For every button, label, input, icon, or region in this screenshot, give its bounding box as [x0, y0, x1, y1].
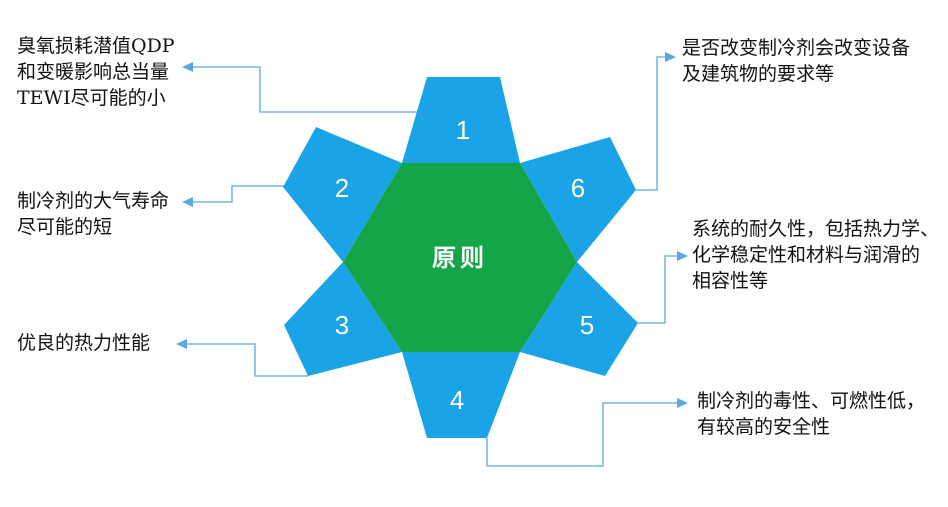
petal-3: [284, 262, 402, 376]
principle-2-line-1: 制冷剂的大气寿命: [17, 190, 170, 212]
petal-6: [520, 137, 636, 262]
connector-5: [638, 255, 680, 324]
principle-2-line-2: 尽可能的短: [17, 216, 113, 238]
connector-1: [190, 66, 427, 113]
arrowhead-3: [176, 339, 187, 349]
arrowhead-2: [182, 197, 193, 207]
connector-6: [636, 56, 668, 191]
arrowhead-5: [677, 251, 688, 261]
petal-number-1: 1: [456, 115, 470, 145]
petal-2: [283, 127, 402, 262]
principle-label-2: 制冷剂的大气寿命 尽可能的短: [17, 188, 169, 240]
principle-1-line-3: TEWI尽可能的小: [17, 87, 166, 109]
principle-label-4: 制冷剂的毒性、可燃性低， 有较高的安全性: [697, 388, 925, 440]
connector-4: [486, 402, 680, 467]
principle-5-line-2: 化学稳定性和材料与润滑的: [692, 244, 921, 266]
petal-number-3: 3: [335, 310, 349, 340]
principle-4-line-2: 有较高的安全性: [697, 416, 831, 438]
petal-number-5: 5: [580, 310, 594, 340]
principle-label-5: 系统的耐久性，包括热力学、 化学稳定性和材料与润滑的 相容性等: [692, 216, 939, 294]
principle-label-6: 是否改变制冷剂会改变设备 及建筑物的要求等: [682, 35, 910, 87]
connector-3: [184, 343, 308, 377]
principle-1-line-1: 臭氧损耗潜值QDP: [17, 35, 175, 57]
principle-3-line-1: 优良的热力性能: [17, 332, 151, 354]
connector-2: [190, 185, 287, 203]
petal-number-4: 4: [450, 385, 464, 415]
petal-1: [402, 77, 520, 163]
principle-6-line-1: 是否改变制冷剂会改变设备: [682, 37, 911, 59]
principle-5-line-1: 系统的耐久性，包括热力学、: [692, 218, 940, 240]
petal-4: [402, 352, 520, 438]
center-hexagon: [343, 163, 577, 352]
arrowhead-1: [182, 62, 193, 72]
petal-5: [520, 262, 638, 376]
principle-5-line-3: 相容性等: [692, 270, 769, 292]
arrowhead-4: [677, 398, 688, 408]
petal-number-6: 6: [571, 173, 585, 203]
principle-1-line-2: 和变暖影响总当量: [17, 61, 170, 83]
principle-label-1: 臭氧损耗潜值QDP 和变暖影响总当量 TEWI尽可能的小: [17, 33, 175, 111]
principle-label-3: 优良的热力性能: [17, 330, 150, 356]
principle-4-line-1: 制冷剂的毒性、可燃性低，: [697, 390, 926, 412]
principle-6-line-2: 及建筑物的要求等: [682, 63, 835, 85]
arrowhead-6: [665, 52, 676, 62]
center-label: 原则: [432, 243, 488, 272]
petal-number-2: 2: [335, 173, 349, 203]
